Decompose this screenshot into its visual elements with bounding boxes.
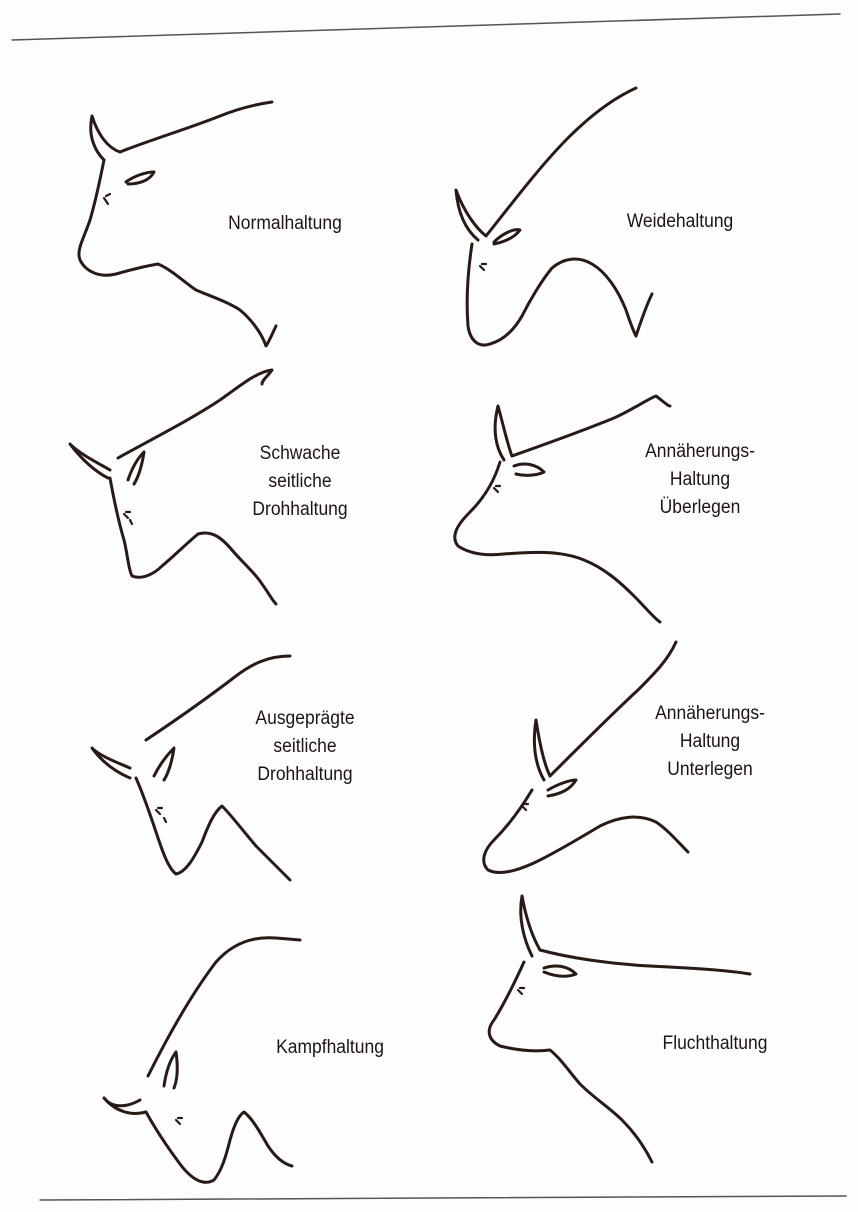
face-outline [484,790,688,872]
horn-right [128,452,144,484]
eye [518,988,524,994]
label-weak-threat: Schwache seitliche Drohhaltung [226,440,373,524]
neck-top-line [120,102,272,152]
ear [544,966,576,976]
eye [480,264,486,270]
label-line: Fluchthaltung [637,1030,793,1058]
label-line: seitliche [226,468,373,496]
ear [548,780,576,796]
horn [534,720,550,780]
ear [494,230,520,244]
horn-right [154,748,174,780]
label-normal: Normalhaltung [207,210,363,238]
horn [456,190,486,240]
label-line: Haltung [617,466,783,494]
horn [91,116,120,160]
label-line: Annäherungs- [617,438,783,466]
horn-left [70,444,110,478]
face-outline [489,962,652,1162]
cow-head-flight [489,896,750,1162]
label-line: Normalhaltung [207,210,363,238]
face-outline [467,244,652,345]
label-grazing: Weidehaltung [602,208,758,236]
face-outline [136,778,290,880]
horn [495,406,512,460]
label-line: Schwache [226,440,373,468]
eye [124,512,132,524]
label-line: Überlegen [617,494,783,522]
bottom-border-line [40,1196,846,1200]
label-line: Drohhaltung [226,496,373,524]
face-outline [79,160,276,346]
eye [176,1118,182,1124]
label-line: Haltung [627,728,793,756]
label-fight: Kampfhaltung [252,1034,408,1062]
face-outline [146,1112,292,1182]
eye [156,808,166,822]
label-approach-dominant: Annäherungs- Haltung Überlegen [617,438,783,522]
label-approach-subordinate: Annäherungs- Haltung Unterlegen [627,700,793,784]
eye [104,194,110,204]
label-line: Ausgeprägte [227,705,383,733]
label-line: Drohhaltung [227,761,383,789]
horn-left [104,1098,146,1113]
label-line: Weidehaltung [602,208,758,236]
label-strong-threat: Ausgeprägte seitliche Drohhaltung [227,705,383,789]
label-line: Unterlegen [627,756,793,784]
label-line: seitliche [227,733,383,761]
label-flight: Fluchthaltung [637,1030,793,1058]
ear [126,172,154,184]
label-line: Kampfhaltung [252,1034,408,1062]
horn-left [92,748,130,778]
horn-right [164,1052,177,1088]
ear [514,464,544,475]
eye [494,486,500,492]
top-border-line [12,14,840,40]
label-line: Annäherungs- [627,700,793,728]
horn [521,896,540,956]
